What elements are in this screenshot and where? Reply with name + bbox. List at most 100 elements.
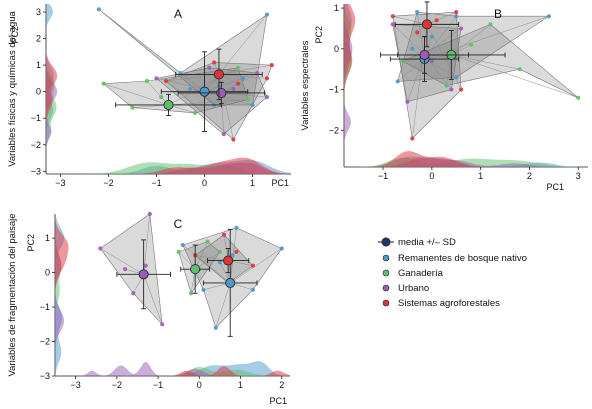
panel-a-point-sistemas-agroforestales-1 <box>231 137 236 142</box>
panel-a-ytick-label-1: 1 <box>36 60 41 70</box>
panel-b-spoke-urbano-3 <box>424 28 462 56</box>
panel-b-point-urbano-4 <box>429 58 434 64</box>
panel-b-point-ganaderia-3 <box>517 67 522 72</box>
panel-b-hull-remanentes-de-bosque-nativo <box>397 11 551 82</box>
panel-a-point-ganaderia-0 <box>101 81 106 86</box>
panel-c-spoke-urbano-0 <box>100 248 144 275</box>
panel-c-mean-remanentes-de-bosque-nativo <box>225 277 236 288</box>
panel-c-ytick-label--2: −2 <box>40 337 50 347</box>
legend-label-ganaderia: Ganadería <box>398 268 444 279</box>
panel-c-mean-urbano <box>138 269 149 280</box>
panel-b-density-y-sistemas-agroforestales <box>344 4 356 167</box>
panel-a-spoke-sistemas-agroforestales-3 <box>218 64 272 75</box>
panel-b-point-ganaderia-5 <box>468 42 473 47</box>
panel-b-mean-sistemas-agroforestales <box>421 19 432 30</box>
panel-a-point-sistemas-agroforestales-2 <box>264 76 270 81</box>
panel-b-spoke-ganaderia-3 <box>451 54 520 70</box>
panel-a-point-remanentes-de-bosque-nativo-3 <box>250 102 255 108</box>
panel-a-point-urbano-2 <box>264 94 270 100</box>
legend-label-remanentes: Remanentes de bosque nativo <box>398 253 527 264</box>
panel-a-density-y-sistemas-agroforestales <box>46 4 58 174</box>
panel-b-point-remanentes-de-bosque-nativo-3 <box>546 14 552 19</box>
panel-b-spoke-ganaderia-1 <box>451 24 491 56</box>
panel-b-point-remanentes-de-bosque-nativo-2 <box>454 14 459 19</box>
legend: media +/– SD Remanentes de bosque nativo… <box>378 237 527 309</box>
panel-c-xtick-label-1: 1 <box>238 380 243 390</box>
panel-c-xtick-label-0: 0 <box>197 380 202 390</box>
panel-b-hull-ganaderia <box>401 24 579 98</box>
panel-a-xtick-label-0: 0 <box>202 178 207 188</box>
panel-a-point-ganaderia-2 <box>192 110 198 116</box>
legend-marker-remanentes <box>382 254 390 262</box>
panel-b-spoke-urbano-0 <box>392 24 425 56</box>
panel-c-ytick-label-0: 0 <box>45 268 50 278</box>
panel-b-point-ganaderia-0 <box>400 58 405 64</box>
panel-b-xtick-label-3: 3 <box>576 171 581 181</box>
panel-b-xtick-label-0: 0 <box>429 171 434 181</box>
panel-b-point-ganaderia-2 <box>576 95 581 100</box>
legend-label-agroforestales: Sistemas agroforestales <box>398 298 500 309</box>
panel-c-point-urbano-2 <box>160 322 165 327</box>
legend-marker-urbano <box>382 284 390 292</box>
panel-b-xlabel: PC1 <box>546 182 564 192</box>
panel-b-point-ganaderia-4 <box>444 83 449 88</box>
panel-a-point-remanentes-de-bosque-nativo-2 <box>240 76 246 81</box>
legend-item-remanentes: Remanentes de bosque nativo <box>382 253 527 264</box>
panel-b-point-urbano-0 <box>390 22 395 27</box>
panel-c-spoke-remanentes-de-bosque-nativo-4 <box>215 282 231 328</box>
panel-c-density-x-sistemas-agroforestales <box>55 366 290 376</box>
panel-b-point-sistemas-agroforestales-4 <box>434 18 439 23</box>
panel-a-mean-remanentes-de-bosque-nativo <box>199 86 210 97</box>
panel-c-point-urbano-0 <box>98 246 103 251</box>
panel-a-xtick-label--2: −2 <box>103 178 113 188</box>
panel-c-point-sistemas-agroforestales-2 <box>250 263 255 268</box>
panel-c-side-label: Variables de fragmentación del paisaje <box>7 213 18 376</box>
panel-c-xtick-label--2: −2 <box>112 380 122 390</box>
panel-b-point-remanentes-de-bosque-nativo-1 <box>415 10 420 15</box>
panel-c-spoke-sistemas-agroforestales-0 <box>195 255 229 261</box>
panel-c-mean-sistemas-agroforestales <box>223 255 234 266</box>
panel-b-point-remanentes-de-bosque-nativo-5 <box>429 34 434 39</box>
panel-c-xtick-label--3: −3 <box>70 380 80 390</box>
panel-b-point-urbano-3 <box>459 26 464 31</box>
panel-c-mean-ganaderia <box>190 264 201 275</box>
legend-marker-agroforestales <box>382 299 390 307</box>
panel-a-spoke-urbano-2 <box>221 92 268 98</box>
panel-a-xtick-label-1: 1 <box>250 178 255 188</box>
panel-a-mean-ganaderia <box>163 99 174 110</box>
legend-marker-mean <box>381 237 391 247</box>
panel-b-point-remanentes-de-bosque-nativo-0 <box>395 79 400 84</box>
panel-c-point-urbano-1 <box>147 211 152 217</box>
panel-c-point-remanentes-de-bosque-nativo-2 <box>279 246 284 251</box>
panel-c-spoke-remanentes-de-bosque-nativo-0 <box>182 244 231 284</box>
panel-c-ytick-label--1: −1 <box>40 302 50 312</box>
panel-b-point-urbano-2 <box>449 87 454 92</box>
panel-c-point-ganaderia-2 <box>217 249 223 255</box>
panel-a-spoke-ganaderia-3 <box>168 99 248 106</box>
panel-c-xlabel: PC1 <box>269 396 287 406</box>
panel-a-point-sistemas-agroforestales-4 <box>212 60 217 65</box>
panel-c-point-urbano-3 <box>131 291 136 296</box>
panel-a-point-remanentes-de-bosque-nativo-7 <box>188 86 193 92</box>
panel-a-point-remanentes-de-bosque-nativo-0 <box>96 7 101 12</box>
panel-b-spoke-remanentes-de-bosque-nativo-3 <box>424 15 550 60</box>
panel-a-point-ganaderia-5 <box>144 78 149 84</box>
panel-a-xtick-label--1: −1 <box>151 178 161 188</box>
panel-a-point-remanentes-de-bosque-nativo-4 <box>264 12 270 17</box>
panel-b-spoke-ganaderia-4 <box>446 54 452 86</box>
panel-a-ytick-label-3: 3 <box>36 7 41 17</box>
panel-b-letter: B <box>494 7 502 21</box>
panel-a-ylabel: PC2 <box>10 26 20 44</box>
panel-b-point-sistemas-agroforestales-0 <box>390 14 395 19</box>
panel-b-spoke-sistemas-agroforestales-0 <box>392 15 428 25</box>
panel-b-point-urbano-1 <box>405 99 410 104</box>
legend-label-urbano: Urbano <box>398 283 429 294</box>
panel-c-spoke-urbano-2 <box>143 274 163 325</box>
panel-a-point-sistemas-agroforestales-5 <box>236 81 241 86</box>
panel-b-xtick-label-2: 2 <box>527 171 532 181</box>
panel-a-mean-sistemas-agroforestales <box>213 69 224 80</box>
